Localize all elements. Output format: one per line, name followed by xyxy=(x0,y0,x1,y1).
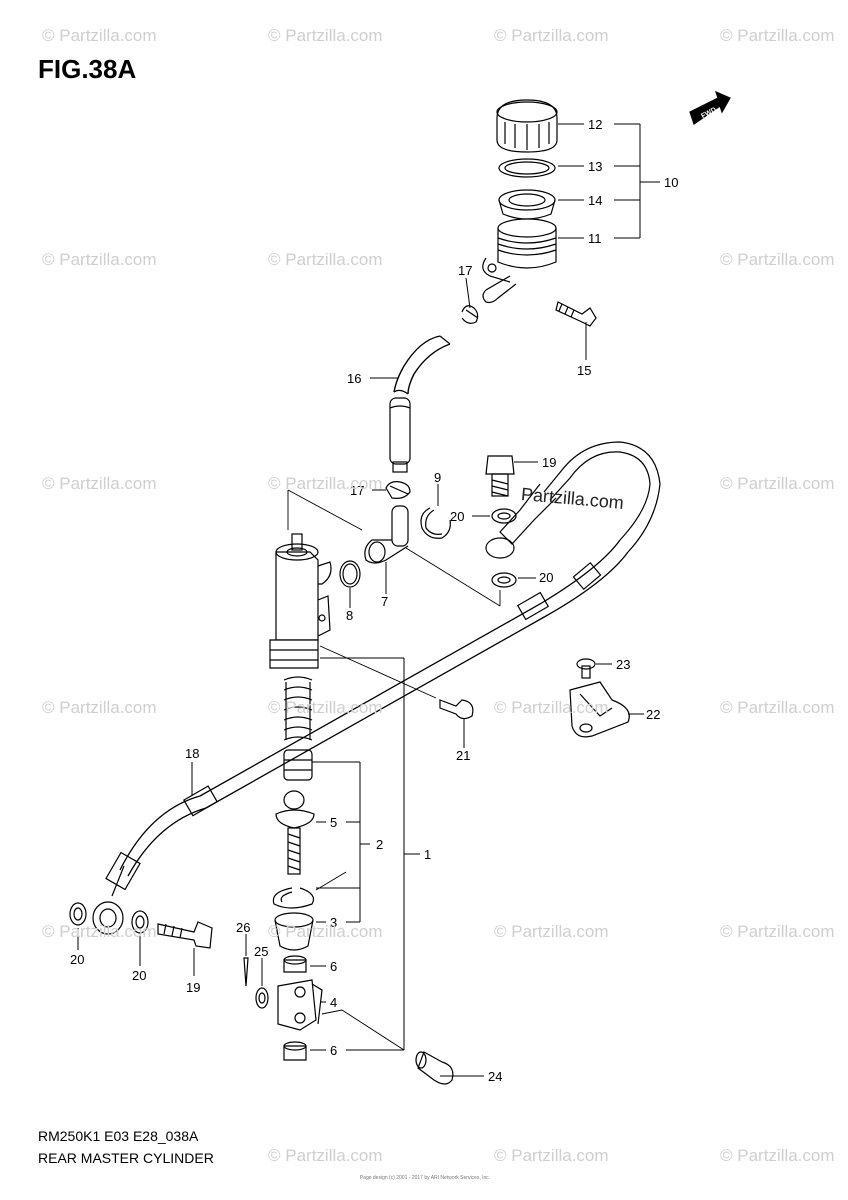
circlip-part-9[interactable] xyxy=(420,507,451,539)
washer-part-20-middle[interactable] xyxy=(491,572,517,588)
callout-16: 16 xyxy=(347,371,361,386)
boot-part-3[interactable] xyxy=(274,912,314,951)
callout-12: 12 xyxy=(588,117,602,132)
forward-direction-arrow xyxy=(689,90,731,125)
callout-18: 18 xyxy=(185,746,199,761)
callout-numbers: 12 13 14 11 10 15 17 16 17 9 19 20 20 8 … xyxy=(70,106,718,1084)
watermark: © Partzilla.com xyxy=(720,698,835,717)
washer-part-20-lower-left[interactable] xyxy=(69,902,87,926)
watermark: © Partzilla.com xyxy=(268,250,383,269)
snap-ring-part-3[interactable] xyxy=(272,887,315,909)
callout-26: 26 xyxy=(236,920,250,935)
watermark: © Partzilla.com xyxy=(42,26,157,45)
watermark: © Partzilla.com xyxy=(42,922,157,941)
assembly-name: REAR MASTER CYLINDER xyxy=(38,1150,214,1166)
reservoir-body-part-11[interactable] xyxy=(482,218,557,304)
watermark: © Partzilla.com xyxy=(268,698,383,717)
callout-19-lower: 19 xyxy=(186,980,200,995)
callout-22: 22 xyxy=(646,707,660,722)
callout-20-lower-right: 20 xyxy=(132,968,146,983)
watermark: © Partzilla.com xyxy=(494,698,609,717)
watermark: © Partzilla.com xyxy=(268,474,383,493)
diagram-code: RM250K1 E03 E28_038A xyxy=(38,1128,199,1144)
callout-14: 14 xyxy=(588,193,602,208)
callout-7: 7 xyxy=(381,594,388,609)
callout-4: 4 xyxy=(330,995,337,1010)
union-bolt-part-19-upper[interactable] xyxy=(485,455,515,497)
copyright-notice: Page design (c) 2001 - 2017 by ARI Netwo… xyxy=(359,1175,491,1181)
screw-part-21[interactable] xyxy=(439,699,474,720)
push-rod-part-5[interactable] xyxy=(275,790,315,875)
callout-6-lower: 6 xyxy=(330,1043,337,1058)
callout-20-middle: 20 xyxy=(539,570,553,585)
watermark: © Partzilla.com xyxy=(42,474,157,493)
watermark: © Partzilla.com xyxy=(720,26,835,45)
watermark: © Partzilla.com xyxy=(268,26,383,45)
reservoir-bolt-part-15[interactable] xyxy=(555,301,597,327)
nut-part-6-lower[interactable] xyxy=(283,1041,307,1061)
callout-6-upper: 6 xyxy=(330,959,337,974)
piston-spring[interactable] xyxy=(283,676,313,741)
callout-24: 24 xyxy=(488,1069,502,1084)
callout-13: 13 xyxy=(588,159,602,174)
callout-19-upper: 19 xyxy=(542,455,556,470)
screw-part-23[interactable] xyxy=(576,658,596,679)
watermark: © Partzilla.com xyxy=(494,26,609,45)
watermark: © Partzilla.com xyxy=(494,922,609,941)
callout-17-lower: 17 xyxy=(350,483,364,498)
callout-5: 5 xyxy=(330,815,337,830)
nut-part-6-upper[interactable] xyxy=(283,955,307,973)
callout-25: 25 xyxy=(254,944,268,959)
callout-2: 2 xyxy=(376,837,383,852)
primary-cup[interactable] xyxy=(283,749,313,781)
washer-part-20-upper[interactable] xyxy=(491,508,517,524)
brake-hose-part-18[interactable] xyxy=(92,441,661,935)
watermark: © Partzilla.com xyxy=(494,1146,609,1165)
watermark: © Partzilla.com xyxy=(42,250,157,269)
callout-3: 3 xyxy=(330,915,337,930)
cotter-pin-part-26[interactable] xyxy=(243,957,249,987)
reservoir-cap-part-12[interactable] xyxy=(496,99,558,153)
leader-lines xyxy=(77,123,660,1077)
callout-9: 9 xyxy=(434,470,441,485)
callout-17-upper: 17 xyxy=(458,263,472,278)
callout-23: 23 xyxy=(616,657,630,672)
callout-21: 21 xyxy=(456,748,470,763)
callout-1: 1 xyxy=(424,847,431,862)
watermark: © Partzilla.com xyxy=(42,698,157,717)
watermark: © Partzilla.com xyxy=(720,922,835,941)
diaphragm-plate-part-13[interactable] xyxy=(498,158,556,178)
washer-part-25[interactable] xyxy=(255,987,269,1009)
union-bolt-part-19-lower[interactable] xyxy=(157,921,213,949)
callout-15: 15 xyxy=(577,363,591,378)
watermark: © Partzilla.com xyxy=(268,922,383,941)
callout-10: 10 xyxy=(664,175,678,190)
callout-11: 11 xyxy=(588,231,602,246)
watermark: © Partzilla.com xyxy=(720,250,835,269)
clevis-pin-part-24[interactable] xyxy=(415,1051,454,1085)
hose-guide-part-22[interactable] xyxy=(569,681,630,738)
callout-8: 8 xyxy=(346,608,353,623)
assembly-guide-lines xyxy=(287,489,501,1051)
callout-20-upper: 20 xyxy=(450,509,464,524)
hose-joint-part-7[interactable] xyxy=(364,505,409,564)
clevis-part-4[interactable] xyxy=(277,979,323,1031)
master-cylinder-body-part-1[interactable] xyxy=(269,533,332,669)
hose-clamp-part-17-lower[interactable] xyxy=(385,481,411,499)
diaphragm-part-14[interactable] xyxy=(498,189,556,220)
watermark: © Partzilla.com xyxy=(268,1146,383,1165)
hose-clamp-part-17-upper[interactable] xyxy=(461,305,479,324)
o-ring-part-8[interactable] xyxy=(339,560,361,588)
washer-part-20-lower-right[interactable] xyxy=(131,910,149,934)
watermark: © Partzilla.com xyxy=(720,1146,835,1165)
callout-20-lower-left: 20 xyxy=(70,952,84,967)
figure-title: FIG.38A xyxy=(38,54,137,84)
watermark: © Partzilla.com xyxy=(720,474,835,493)
reservoir-hose-part-16[interactable] xyxy=(389,335,451,473)
